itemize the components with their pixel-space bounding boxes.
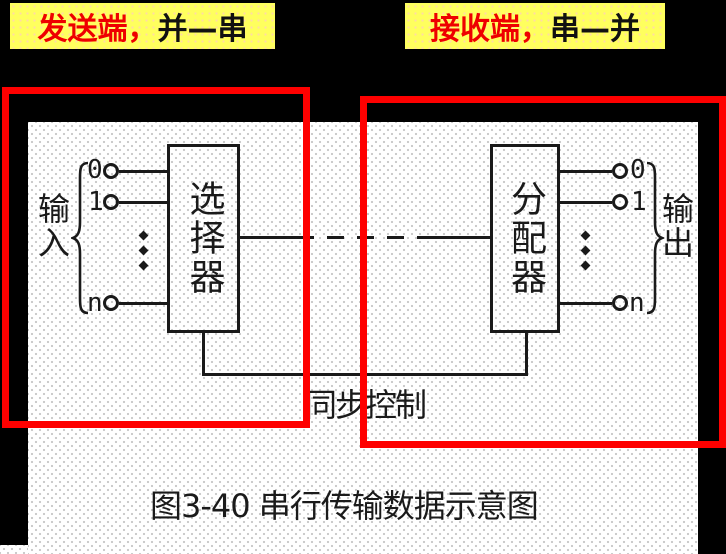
selector-box: 选择器 bbox=[167, 144, 240, 333]
serial-link-dashed bbox=[297, 236, 420, 239]
input-port-circle-1 bbox=[103, 194, 119, 210]
output-port-circle-n bbox=[612, 295, 628, 311]
serial-link-right bbox=[420, 236, 490, 239]
sync-wire-left bbox=[202, 333, 205, 376]
output-port-label-1: 1 bbox=[631, 187, 647, 217]
output-wire-n bbox=[560, 302, 612, 305]
sender-annotation-box bbox=[2, 87, 310, 428]
input-port-circle-0 bbox=[103, 163, 119, 179]
distributor-box: 分配器 bbox=[490, 144, 560, 333]
output-port-label-n: n bbox=[629, 288, 645, 318]
input-wire-n bbox=[119, 302, 167, 305]
output-wire-0 bbox=[560, 170, 612, 173]
output-wire-1 bbox=[560, 201, 612, 204]
sender-headline-highlight: 发送端， bbox=[37, 12, 158, 47]
figure-caption: 图3-40 串行传输数据示意图 bbox=[150, 487, 539, 525]
input-wire-0 bbox=[119, 170, 167, 173]
output-port-circle-1 bbox=[612, 194, 628, 210]
input-label: 输入 bbox=[33, 192, 71, 260]
sender-headline: 发送端，并—串 bbox=[10, 3, 275, 49]
output-port-label-0: 0 bbox=[630, 155, 646, 185]
input-port-label-0: 0 bbox=[87, 155, 103, 185]
input-port-label-1: 1 bbox=[88, 187, 104, 217]
receiver-headline-highlight: 接收端， bbox=[430, 12, 550, 47]
receiver-headline-rest: 串—并 bbox=[550, 12, 640, 47]
serial-link-left bbox=[240, 236, 297, 239]
diagram-paper-corner bbox=[0, 545, 28, 554]
input-port-label-n: n bbox=[87, 288, 103, 318]
input-brace-icon bbox=[71, 161, 89, 315]
input-port-circle-n bbox=[103, 295, 119, 311]
output-port-circle-0 bbox=[612, 163, 628, 179]
receiver-annotation-box bbox=[360, 96, 726, 448]
input-wire-1 bbox=[119, 201, 167, 204]
sync-wire-right bbox=[525, 333, 528, 376]
selector-box-label: 选择器 bbox=[183, 180, 225, 297]
receiver-headline: 接收端，串—并 bbox=[405, 3, 665, 49]
distributor-box-label: 分配器 bbox=[505, 180, 546, 297]
sender-headline-rest: 并—串 bbox=[157, 12, 248, 47]
output-label: 输出 bbox=[657, 192, 695, 260]
output-brace-icon bbox=[646, 161, 664, 315]
